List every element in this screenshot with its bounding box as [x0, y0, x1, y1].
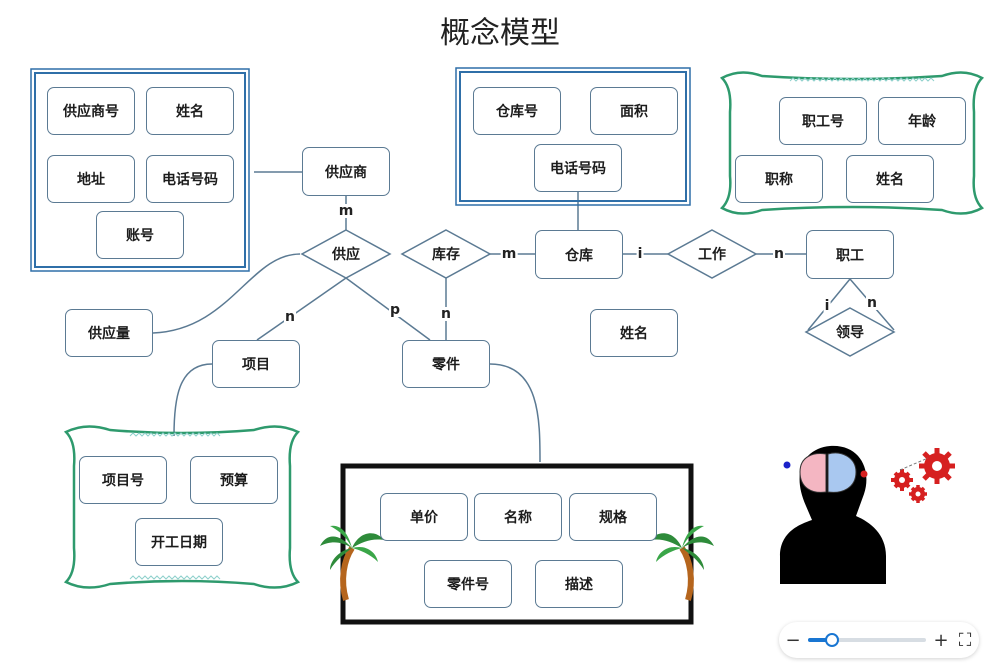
- cardinality-label: m: [500, 246, 518, 262]
- attr-address[interactable]: 地址: [47, 155, 135, 203]
- attr-supplier-no[interactable]: 供应商号: [47, 87, 135, 135]
- zoom-out-button[interactable]: −: [785, 629, 801, 651]
- employee-attribute-frame: [719, 71, 985, 215]
- attr-spec[interactable]: 规格: [569, 493, 657, 541]
- frame-zigzag: [129, 432, 221, 437]
- attr-description[interactable]: 描述: [535, 560, 623, 608]
- attr-age[interactable]: 年龄: [878, 97, 966, 145]
- attr-employee-no[interactable]: 职工号: [779, 97, 867, 145]
- palm-tree-icon: [320, 525, 384, 601]
- relation-work[interactable]: 工作: [698, 247, 726, 263]
- attr-employee-name[interactable]: 姓名: [846, 155, 934, 203]
- frame-zigzag: [789, 77, 935, 82]
- palm-tree-icon: [650, 525, 714, 601]
- cardinality-label: p: [388, 302, 402, 318]
- attr-project-no[interactable]: 项目号: [79, 456, 167, 504]
- relation-supply[interactable]: 供应: [332, 247, 360, 263]
- project-attribute-frame: [63, 425, 301, 589]
- supply-diamond-shape: [300, 229, 392, 279]
- connector-line: [173, 363, 213, 437]
- relation-inventory[interactable]: 库存: [432, 247, 460, 263]
- inventory-diamond-shape: [400, 229, 492, 279]
- zoom-slider-handle[interactable]: [824, 633, 839, 647]
- cardinality-label: n: [866, 295, 878, 311]
- connector-line: [489, 363, 541, 463]
- zoom-slider[interactable]: [808, 633, 926, 647]
- attr-phone[interactable]: 电话号码: [146, 155, 234, 203]
- zoom-in-button[interactable]: +: [933, 629, 949, 651]
- entity-project[interactable]: 项目: [212, 340, 300, 388]
- attr-warehouse-no[interactable]: 仓库号: [473, 87, 561, 135]
- cardinality-label: m: [337, 203, 355, 219]
- attr-supply-qty[interactable]: 供应量: [65, 309, 153, 357]
- entity-employee[interactable]: 职工: [806, 230, 894, 279]
- cardinality-label: n: [773, 246, 785, 262]
- attr-job-title[interactable]: 职称: [735, 155, 823, 203]
- attr-start-date[interactable]: 开工日期: [135, 518, 223, 566]
- head-brain-icon: [780, 445, 886, 584]
- gears-icon: [891, 448, 955, 503]
- supplier-attribute-frame-inner: [34, 72, 246, 268]
- attr-budget[interactable]: 预算: [190, 456, 278, 504]
- attr-area[interactable]: 面积: [590, 87, 678, 135]
- attr-part-no[interactable]: 零件号: [424, 560, 512, 608]
- frame-zigzag: [129, 575, 221, 580]
- connector-line: [152, 253, 301, 334]
- attr-warehouse-phone[interactable]: 电话号码: [534, 144, 622, 192]
- entity-warehouse[interactable]: 仓库: [535, 230, 623, 279]
- attr-part-name[interactable]: 名称: [474, 493, 562, 541]
- fullscreen-icon[interactable]: ⛶: [958, 629, 972, 651]
- entity-supplier[interactable]: 供应商: [302, 147, 390, 196]
- cardinality-label: n: [284, 309, 296, 325]
- work-diamond-shape: [666, 229, 758, 279]
- attr-account[interactable]: 账号: [96, 211, 184, 259]
- cardinality-label: i: [823, 298, 831, 314]
- zoom-slider-fill: [808, 638, 832, 642]
- lead-diamond-shape: [804, 307, 896, 357]
- page-title: 概念模型: [440, 16, 560, 51]
- entity-part[interactable]: 零件: [402, 340, 490, 388]
- attr-supplier-name[interactable]: 姓名: [146, 87, 234, 135]
- attr-unit-price[interactable]: 单价: [380, 493, 468, 541]
- supplier-attribute-frame: [30, 68, 250, 272]
- attr-standalone-name[interactable]: 姓名: [590, 309, 678, 357]
- part-attribute-frame: [340, 463, 694, 625]
- zoom-control: − + ⛶: [779, 622, 979, 658]
- connector-line: [345, 277, 431, 341]
- connector-line: [256, 277, 347, 341]
- relation-lead[interactable]: 领导: [836, 325, 864, 341]
- warehouse-attribute-frame: [455, 67, 691, 206]
- cardinality-label: n: [440, 306, 452, 322]
- cardinality-label: i: [636, 246, 644, 262]
- warehouse-attribute-frame-inner: [459, 71, 687, 202]
